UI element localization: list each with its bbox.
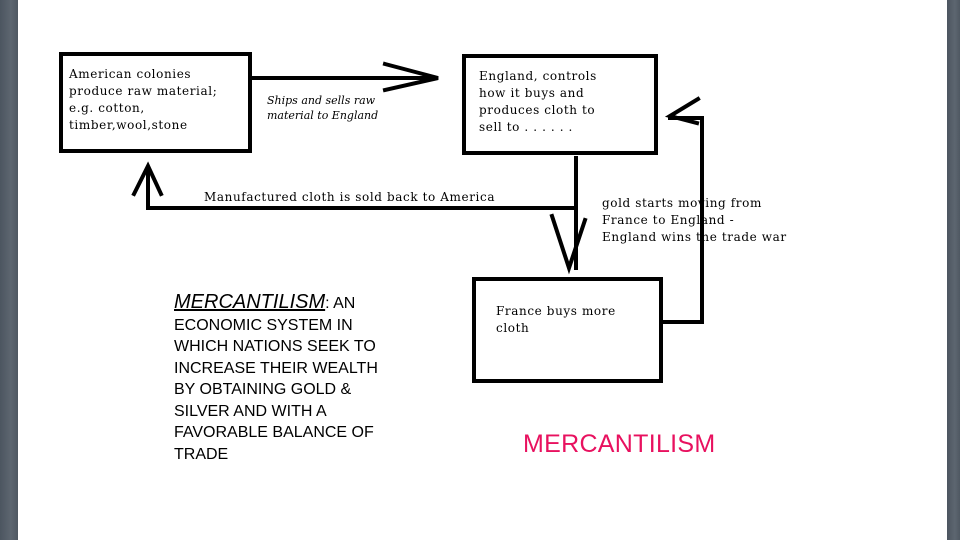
right-border-band [947, 0, 960, 540]
ships-label: Ships and sells raw material to England [267, 94, 379, 122]
england-text: England, controls how it buys and produc… [479, 69, 597, 134]
england-box: England, controls how it buys and produc… [462, 54, 658, 155]
france-box: France buys more cloth [472, 277, 663, 383]
gold-label: gold starts moving from France to Englan… [602, 196, 787, 244]
raw-material-arrow [251, 61, 439, 93]
definition-body: ECONOMIC SYSTEM IN WHICH NATIONS SEEK TO… [174, 316, 378, 463]
diagram-canvas: American colonies produce raw material; … [18, 0, 947, 540]
arrows-layer [131, 61, 704, 324]
left-border-band [0, 0, 18, 540]
to-france-arrow [549, 156, 588, 275]
cloth-return-arrow [131, 161, 575, 210]
definition-term: MERCANTILISM [174, 291, 326, 313]
colonies-box: American colonies produce raw material; … [59, 52, 252, 153]
definition-lead: : AN [325, 295, 356, 312]
france-text: France buys more cloth [496, 304, 616, 335]
slide-title: MERCANTILISM [523, 430, 716, 458]
gold-return-arrow [661, 96, 704, 324]
mercantilism-definition: MERCANTILISM: AN ECONOMIC SYSTEM IN WHIC… [174, 291, 424, 465]
colonies-text: American colonies produce raw material; … [69, 67, 218, 132]
definition-heading: MERCANTILISM: AN [174, 291, 424, 315]
cloth-label: Manufactured cloth is sold back to Ameri… [204, 189, 564, 206]
